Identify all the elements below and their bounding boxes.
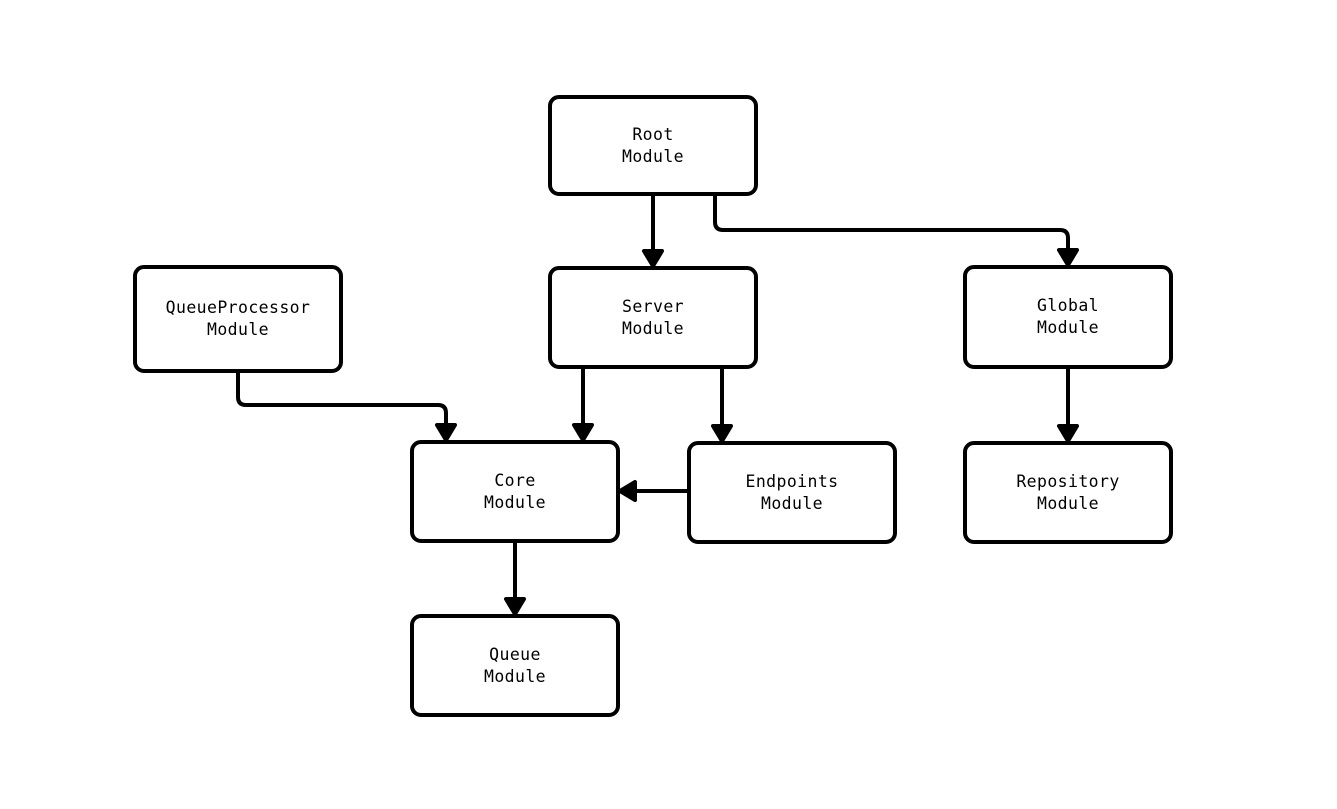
node-queue-module-subtitle: Module xyxy=(483,666,546,686)
node-global-module-title: Global xyxy=(1036,296,1099,315)
node-core-module-title: Core xyxy=(494,470,536,490)
arrowhead-core-queue xyxy=(504,597,526,616)
node-core-module-subtitle: Module xyxy=(483,492,546,512)
node-server-module-title: Server xyxy=(621,296,684,316)
node-repository-module-subtitle: Module xyxy=(1036,493,1099,513)
edge-root-global xyxy=(713,196,1070,251)
node-root-module-subtitle: Module xyxy=(621,146,684,166)
node-server-module[interactable]: Server Module xyxy=(548,266,758,369)
node-queue-module-title: Queue xyxy=(489,644,541,664)
arrowhead-endpoints-core xyxy=(618,480,637,502)
arrowhead-server-core xyxy=(572,423,594,442)
node-queue-module[interactable]: Queue Module xyxy=(410,614,620,717)
arrowhead-global-repository xyxy=(1057,424,1079,443)
node-core-module[interactable]: Core Module xyxy=(410,440,620,543)
node-repository-module[interactable]: Repository Module xyxy=(963,441,1173,544)
arrowhead-server-endpoints xyxy=(711,424,733,443)
node-endpoints-module-title: Endpoints xyxy=(745,471,839,491)
node-root-module-title: Root xyxy=(632,124,674,144)
node-repository-module-title: Repository xyxy=(1016,471,1120,491)
node-global-module-subtitle: Module xyxy=(1036,318,1099,337)
node-endpoints-module-subtitle: Module xyxy=(760,493,823,513)
edge-queueprocessor-core xyxy=(236,373,448,426)
node-queueprocessor-module[interactable]: QueueProcessor Module xyxy=(133,265,343,373)
arrowhead-queueprocessor-core xyxy=(435,423,457,442)
node-server-module-subtitle: Module xyxy=(621,318,684,338)
node-queueprocessor-module-title: QueueProcessor xyxy=(165,298,311,317)
node-queueprocessor-module-subtitle: Module xyxy=(206,320,269,339)
arrowhead-root-global xyxy=(1057,248,1079,267)
node-endpoints-module[interactable]: Endpoints Module xyxy=(687,441,897,544)
arrowhead-root-server xyxy=(642,249,664,268)
node-root-module[interactable]: Root Module xyxy=(548,95,758,196)
node-global-module[interactable]: Global Module xyxy=(963,265,1173,369)
